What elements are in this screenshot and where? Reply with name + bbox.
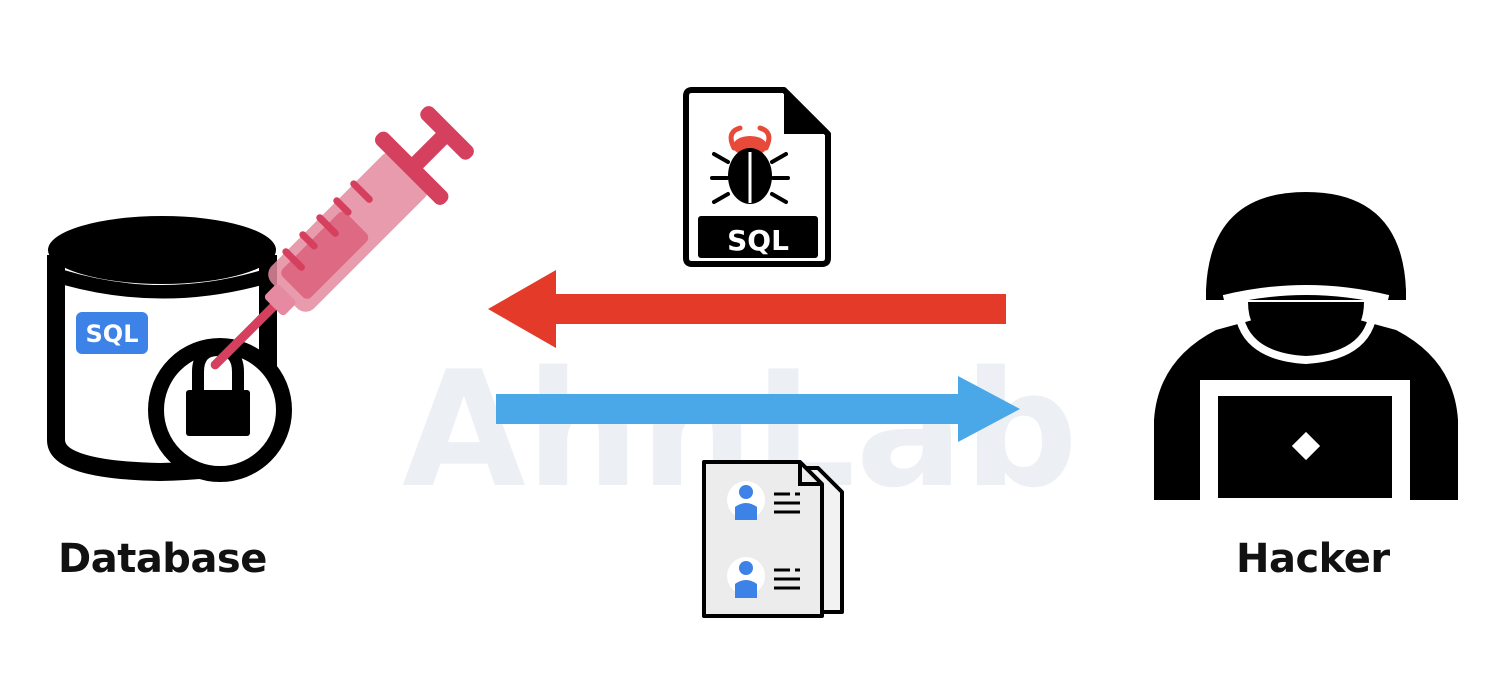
response-arrow xyxy=(496,376,1020,442)
sql-badge xyxy=(76,312,148,354)
request-arrow xyxy=(488,270,1006,348)
bug-icon xyxy=(710,125,790,204)
user-records-documents-icon xyxy=(702,460,844,618)
sql-file-label: SQL xyxy=(727,224,789,257)
syringe-icon xyxy=(210,106,474,370)
sql-badge-text: SQL xyxy=(86,320,139,348)
database-label: Database xyxy=(58,536,267,582)
database-lock-icon: SQL xyxy=(47,216,292,482)
hooded-hacker-laptop-icon xyxy=(1154,192,1458,504)
sql-malware-file-icon: SQL xyxy=(683,87,831,267)
hacker-label: Hacker xyxy=(1236,536,1390,582)
lock-icon xyxy=(192,343,244,398)
